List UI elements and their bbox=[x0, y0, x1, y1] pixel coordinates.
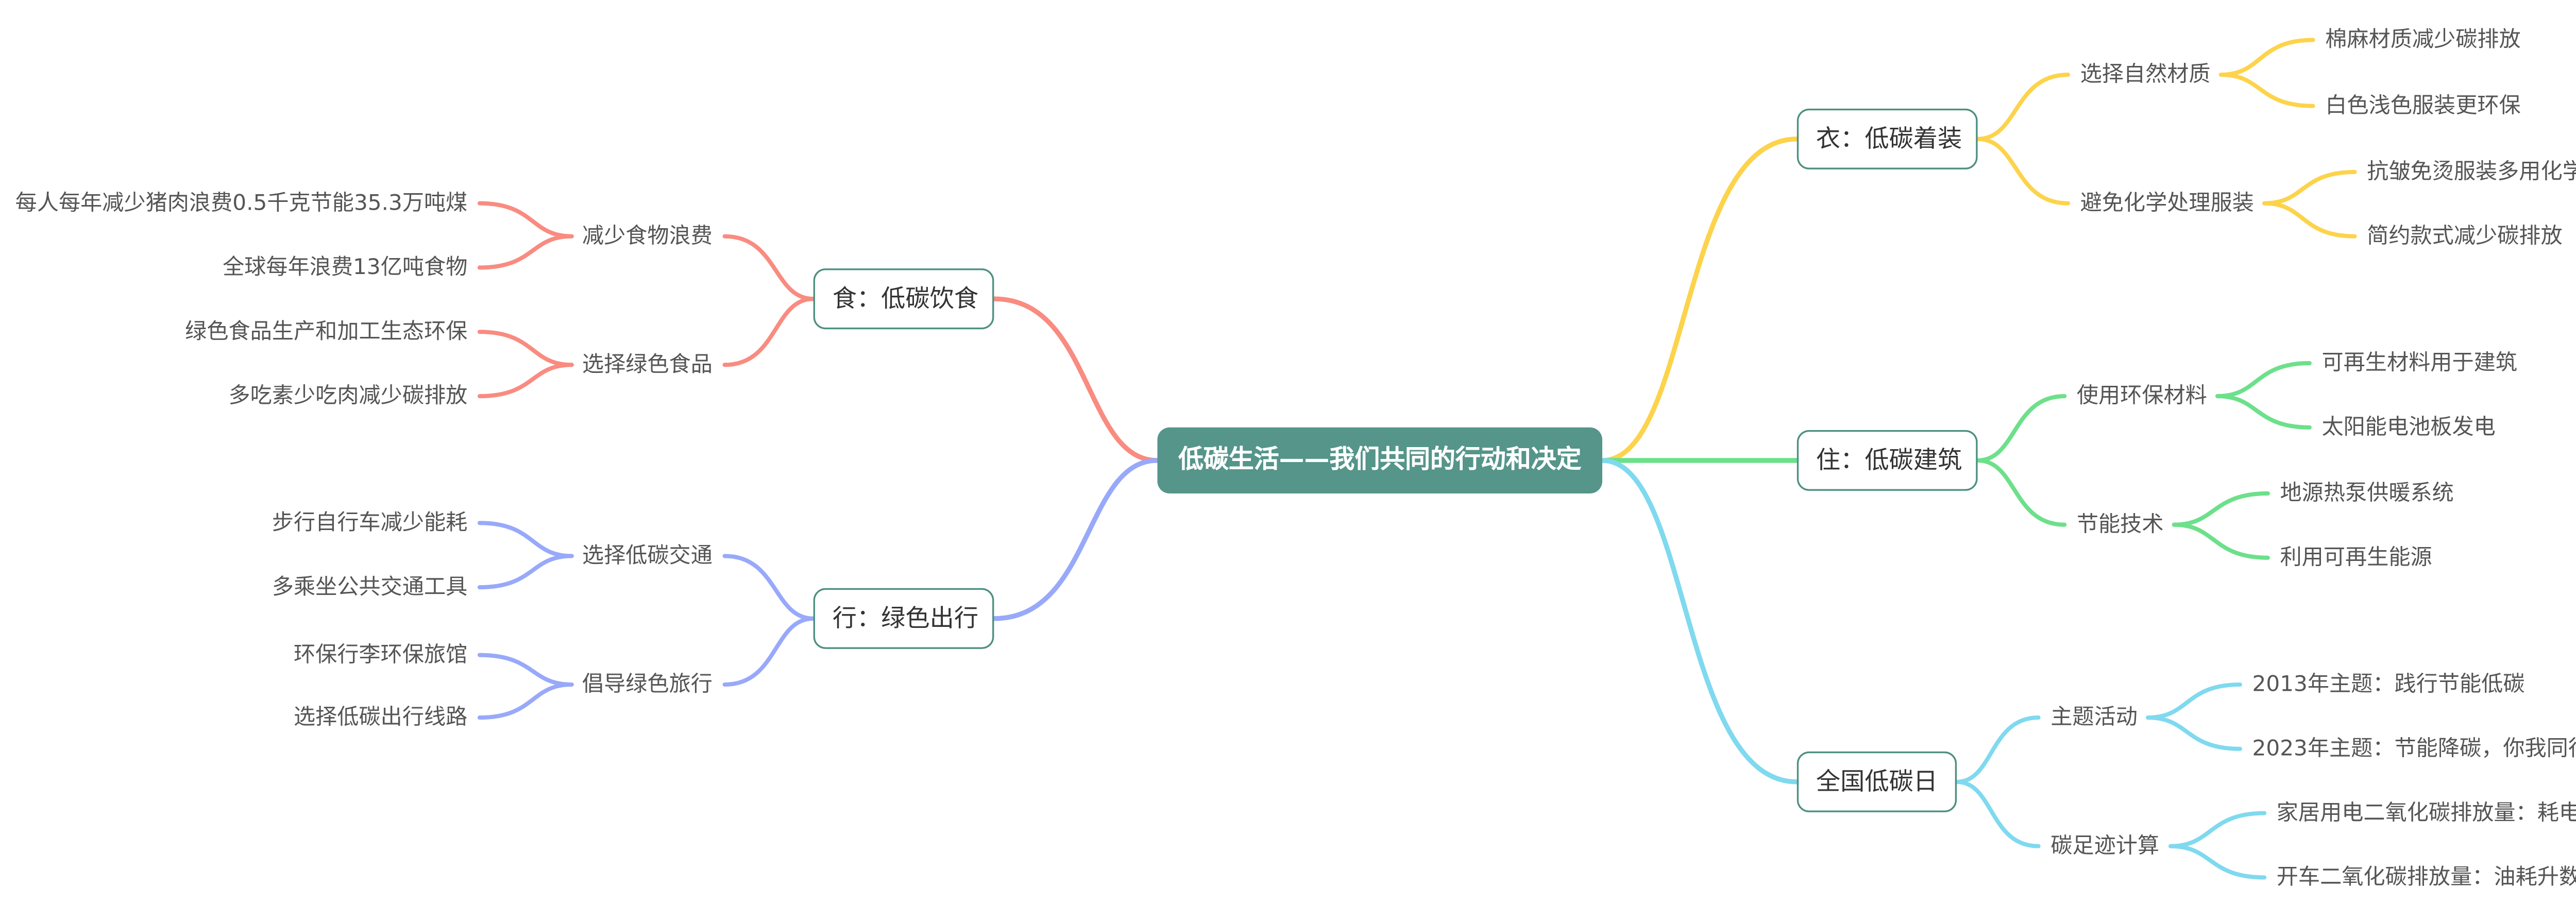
subtopic-avoid-chemical-treatment[interactable]: 避免化学处理服装 bbox=[2080, 189, 2254, 215]
connector-line bbox=[2172, 491, 2270, 527]
leaf-ground-source-heat-pump[interactable]: 地源热泵供暖系统 bbox=[2280, 479, 2454, 505]
subtopic-carbon-footprint[interactable]: 碳足迹计算 bbox=[2050, 831, 2160, 858]
connector-line bbox=[1955, 715, 2041, 784]
connector-line bbox=[991, 458, 1160, 621]
connector-line bbox=[1955, 779, 2041, 848]
topic-housing[interactable]: 住：低碳建筑 bbox=[1797, 430, 1978, 491]
subtopic-green-travel[interactable]: 倡导绿色旅行 bbox=[582, 670, 713, 696]
connector-line bbox=[1975, 72, 2071, 141]
leaf-eat-more-vegetables[interactable]: 多吃素少吃肉减少碳排放 bbox=[228, 382, 468, 408]
connector-line bbox=[1975, 137, 2071, 206]
subtopic-low-carbon-transport[interactable]: 选择低碳交通 bbox=[582, 541, 713, 568]
leaf-renewable-energy[interactable]: 利用可再生能源 bbox=[2280, 543, 2432, 570]
leaf-cotton-linen[interactable]: 棉麻材质减少碳排放 bbox=[2325, 25, 2521, 52]
connector-line bbox=[477, 234, 574, 270]
connector-line bbox=[2146, 715, 2242, 751]
leaf-solar-panels[interactable]: 太阳能电池板发电 bbox=[2321, 413, 2496, 439]
connector-line bbox=[2215, 394, 2312, 430]
connector-line bbox=[1600, 137, 1800, 463]
topic-clothing[interactable]: 衣：低碳着装 bbox=[1797, 108, 1978, 169]
central-topic[interactable]: 低碳生活——我们共同的行动和决定 bbox=[1157, 427, 1602, 493]
connector-line bbox=[477, 653, 574, 687]
leaf-simple-style[interactable]: 简约款式减少碳排放 bbox=[2367, 221, 2563, 248]
connector-line bbox=[2172, 522, 2270, 560]
connector-line bbox=[2218, 38, 2315, 77]
subtopic-eco-materials[interactable]: 使用环保材料 bbox=[2076, 382, 2207, 408]
connector-line bbox=[2218, 72, 2315, 108]
connector-line bbox=[477, 682, 574, 720]
leaf-light-colors[interactable]: 白色浅色服装更环保 bbox=[2325, 91, 2521, 118]
leaf-theme-2023[interactable]: 2023年主题：节能降碳，你我同行 bbox=[2252, 734, 2576, 761]
connector-line bbox=[722, 234, 816, 301]
connector-line bbox=[1600, 458, 1800, 784]
leaf-eco-luggage-hotel[interactable]: 环保行李环保旅馆 bbox=[294, 640, 468, 667]
leaf-renewable-materials[interactable]: 可再生材料用于建筑 bbox=[2321, 349, 2517, 375]
connector-line bbox=[477, 521, 574, 558]
connector-line bbox=[722, 616, 816, 687]
leaf-walk-bike[interactable]: 步行自行车减少能耗 bbox=[272, 508, 468, 535]
topic-travel[interactable]: 行：绿色出行 bbox=[813, 588, 994, 649]
connector-line bbox=[2215, 361, 2312, 399]
connector-line bbox=[477, 554, 574, 590]
connector-line bbox=[477, 201, 574, 238]
connector-line bbox=[477, 363, 574, 399]
leaf-wrinkle-free-chemicals[interactable]: 抗皱免烫服装多用化学药剂 bbox=[2367, 158, 2576, 184]
subtopic-green-food[interactable]: 选择绿色食品 bbox=[582, 350, 713, 377]
subtopic-theme-events[interactable]: 主题活动 bbox=[2050, 703, 2138, 729]
subtopic-natural-material[interactable]: 选择自然材质 bbox=[2080, 60, 2211, 87]
leaf-theme-2013[interactable]: 2013年主题：践行节能低碳 bbox=[2252, 670, 2525, 696]
leaf-global-food-waste[interactable]: 全球每年浪费13亿吨食物 bbox=[223, 253, 468, 280]
subtopic-reduce-food-waste[interactable]: 减少食物浪费 bbox=[582, 221, 713, 248]
connector-line bbox=[722, 554, 816, 621]
leaf-low-carbon-route[interactable]: 选择低碳出行线路 bbox=[294, 703, 468, 729]
topic-low-carbon-day[interactable]: 全国低碳日 bbox=[1797, 751, 1957, 812]
leaf-green-food-production[interactable]: 绿色食品生产和加工生态环保 bbox=[185, 317, 468, 344]
connector-line bbox=[477, 330, 574, 367]
connector-line bbox=[2146, 682, 2242, 720]
connector-line bbox=[722, 297, 816, 367]
subtopic-energy-saving-tech[interactable]: 节能技术 bbox=[2076, 510, 2164, 537]
leaf-household-electricity-formula[interactable]: 家居用电二氧化碳排放量：耗电度数×0.785 bbox=[2276, 798, 2576, 825]
connector-line bbox=[1975, 458, 2067, 527]
leaf-public-transport[interactable]: 多乘坐公共交通工具 bbox=[272, 573, 468, 599]
connector-line bbox=[2168, 844, 2267, 880]
connector-line bbox=[2262, 201, 2357, 238]
connector-line bbox=[2168, 811, 2267, 848]
leaf-pork-waste[interactable]: 每人每年减少猪肉浪费0.5千克节能35.3万吨煤 bbox=[15, 189, 468, 215]
leaf-driving-formula[interactable]: 开车二氧化碳排放量：油耗升数×0.785 bbox=[2276, 863, 2576, 890]
connector-line bbox=[1975, 394, 2067, 463]
connector-line bbox=[2262, 169, 2357, 206]
connector-line bbox=[991, 296, 1160, 463]
topic-food[interactable]: 食：低碳饮食 bbox=[813, 268, 994, 330]
